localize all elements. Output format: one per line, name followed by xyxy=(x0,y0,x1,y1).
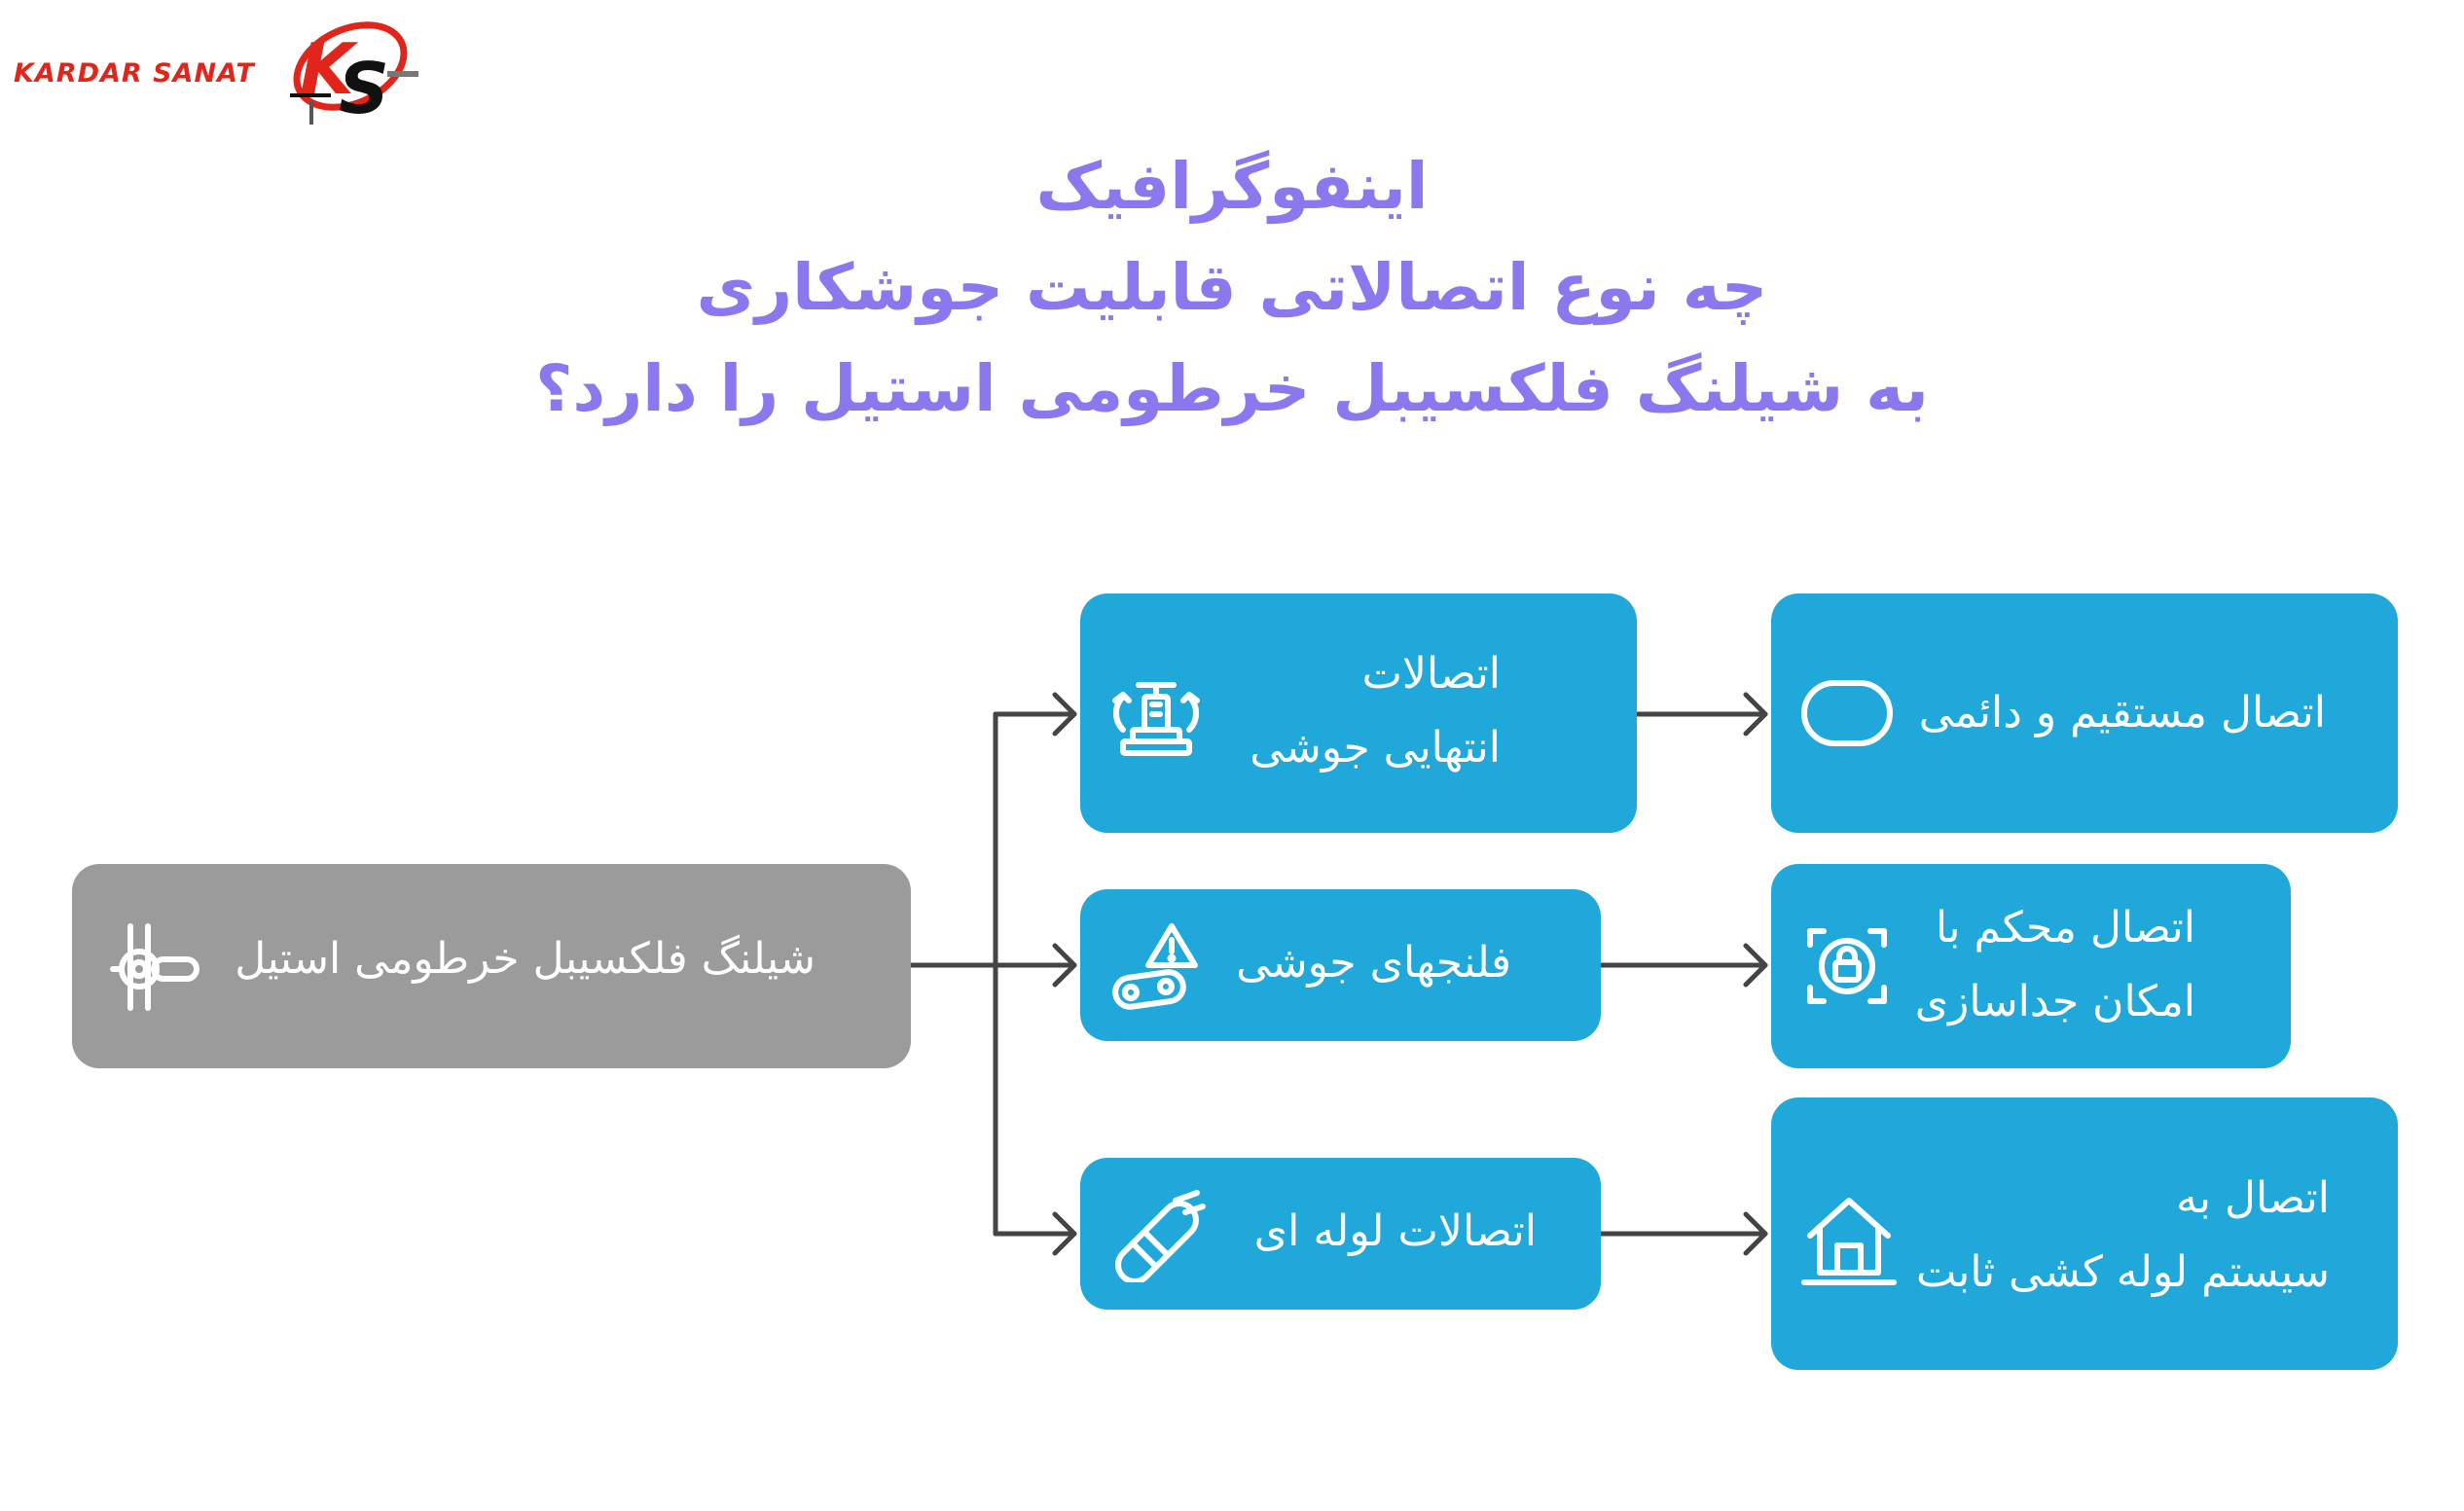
svg-text:S: S xyxy=(339,48,389,129)
fitting-label-flange: فلنجهای جوشی xyxy=(1236,938,1511,988)
lock-arrows-icon xyxy=(1807,928,1887,1004)
result-arrow-1 xyxy=(1743,692,1768,737)
result-label-fixed-piping: اتصال به سیستم لوله کشی ثابت xyxy=(1915,1173,2330,1297)
logo-mark-icon: K S xyxy=(290,21,418,129)
house-icon xyxy=(1801,1198,1897,1285)
welded-flange-warning-icon xyxy=(1112,923,1198,1010)
arrow-head-top xyxy=(1052,692,1077,737)
title-line-1: اینفوگرافیک xyxy=(1035,149,1429,224)
result-node-fixed-piping: اتصال به سیستم لوله کشی ثابت xyxy=(1771,1097,2398,1370)
result-label-permanent: اتصال مستقیم و دائمی xyxy=(1918,688,2326,738)
arrow-head-bottom xyxy=(1052,1211,1077,1256)
title-line-3: به شیلنگ فلکسیبل خرطومی استیل را دارد؟ xyxy=(535,351,1929,426)
fitting-node-flange: فلنجهای جوشی xyxy=(1080,889,1601,1041)
result-node-permanent: اتصال مستقیم و دائمی xyxy=(1771,594,2398,833)
pipe-fitting-icon xyxy=(1115,1190,1206,1282)
fitting-label-weld-end: اتصالات انتهایی جوشی xyxy=(1250,649,1501,773)
weld-end-fitting-icon xyxy=(1112,682,1200,756)
logo-brand-text: KARDAR SANAT xyxy=(14,58,255,89)
page-title: اینفوگرافیک چه نوع اتصالاتی قابلیت جوشکا… xyxy=(0,136,2464,440)
fitting-label-pipe: اتصالات لوله ای xyxy=(1253,1206,1537,1256)
result-arrow-2 xyxy=(1743,943,1768,988)
fitting-node-weld-end: اتصالات انتهایی جوشی xyxy=(1080,594,1637,833)
result-node-detachable: اتصال محکم با امکان جداسازی xyxy=(1771,864,2291,1068)
fitting-node-pipe: اتصالات لوله ای xyxy=(1080,1158,1601,1310)
title-line-2: چه نوع اتصالاتی قابلیت جوشکاری xyxy=(696,250,1768,325)
root-node: شیلنگ فلکسیبل خرطومی استیل xyxy=(72,864,911,1068)
logo: KARDAR SANAT K S xyxy=(14,8,422,134)
root-label: شیلنگ فلکسیبل خرطومی استیل xyxy=(235,934,815,984)
result-label-detachable: اتصال محکم با امکان جداسازی xyxy=(1914,903,2195,1026)
arrow-head-mid xyxy=(1052,943,1077,988)
hose-connector-icon xyxy=(110,923,199,1011)
result-arrow-3 xyxy=(1743,1211,1768,1256)
rounded-rectangle-icon xyxy=(1801,680,1893,746)
